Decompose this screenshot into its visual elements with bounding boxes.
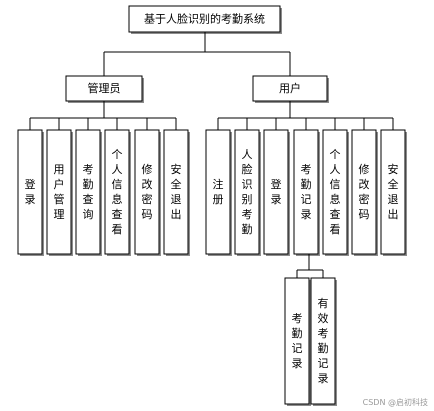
admin-child-box [17, 129, 43, 255]
user-child-label: 安全退出 [388, 162, 399, 221]
admin-node [65, 75, 143, 102]
root-node [128, 5, 281, 33]
user-child-box [380, 129, 406, 255]
connector-lines [29, 32, 394, 278]
attendance-sub-label: 有效考勤记录 [318, 296, 329, 385]
admin-label: 管理员 [88, 81, 121, 95]
root-title: 基于人脸识别的考勤系统 [144, 12, 265, 26]
user-child-box [322, 129, 348, 255]
user-child-label: 登录 [271, 177, 282, 206]
user-label: 用户 [279, 81, 301, 95]
node-boxes [17, 5, 406, 405]
user-child-box [351, 129, 377, 255]
user-child-box [293, 129, 319, 255]
user-child-label: 考勤记录 [301, 163, 312, 221]
admin-child-label: 登录 [25, 177, 36, 206]
attendance-sub-box [310, 277, 336, 405]
admin-child-box [46, 129, 72, 255]
admin-child-label: 安全退出 [171, 162, 182, 221]
user-child-label: 人脸识别考勤 [242, 148, 253, 236]
watermark: CSDN @启初科技 [362, 398, 428, 407]
admin-child-label: 个人信息查看 [112, 148, 123, 236]
user-child-box [263, 129, 289, 255]
admin-child-label: 考勤查询 [83, 163, 94, 221]
user-child-box [205, 129, 231, 255]
admin-child-box [163, 129, 189, 255]
user-node [252, 75, 328, 102]
admin-child-box [134, 129, 160, 255]
attendance-sub-label: 考勤记录 [292, 312, 303, 370]
attendance-sub-box [284, 277, 310, 405]
user-child-label: 修改密码 [359, 162, 370, 221]
user-child-label: 个人信息查看 [330, 148, 341, 236]
user-child-box [234, 129, 260, 255]
admin-child-box [104, 129, 130, 255]
admin-child-box [75, 129, 101, 255]
admin-child-label: 用户管理 [54, 163, 65, 221]
admin-child-label: 修改密码 [142, 162, 153, 221]
user-child-label: 注册 [213, 177, 224, 206]
